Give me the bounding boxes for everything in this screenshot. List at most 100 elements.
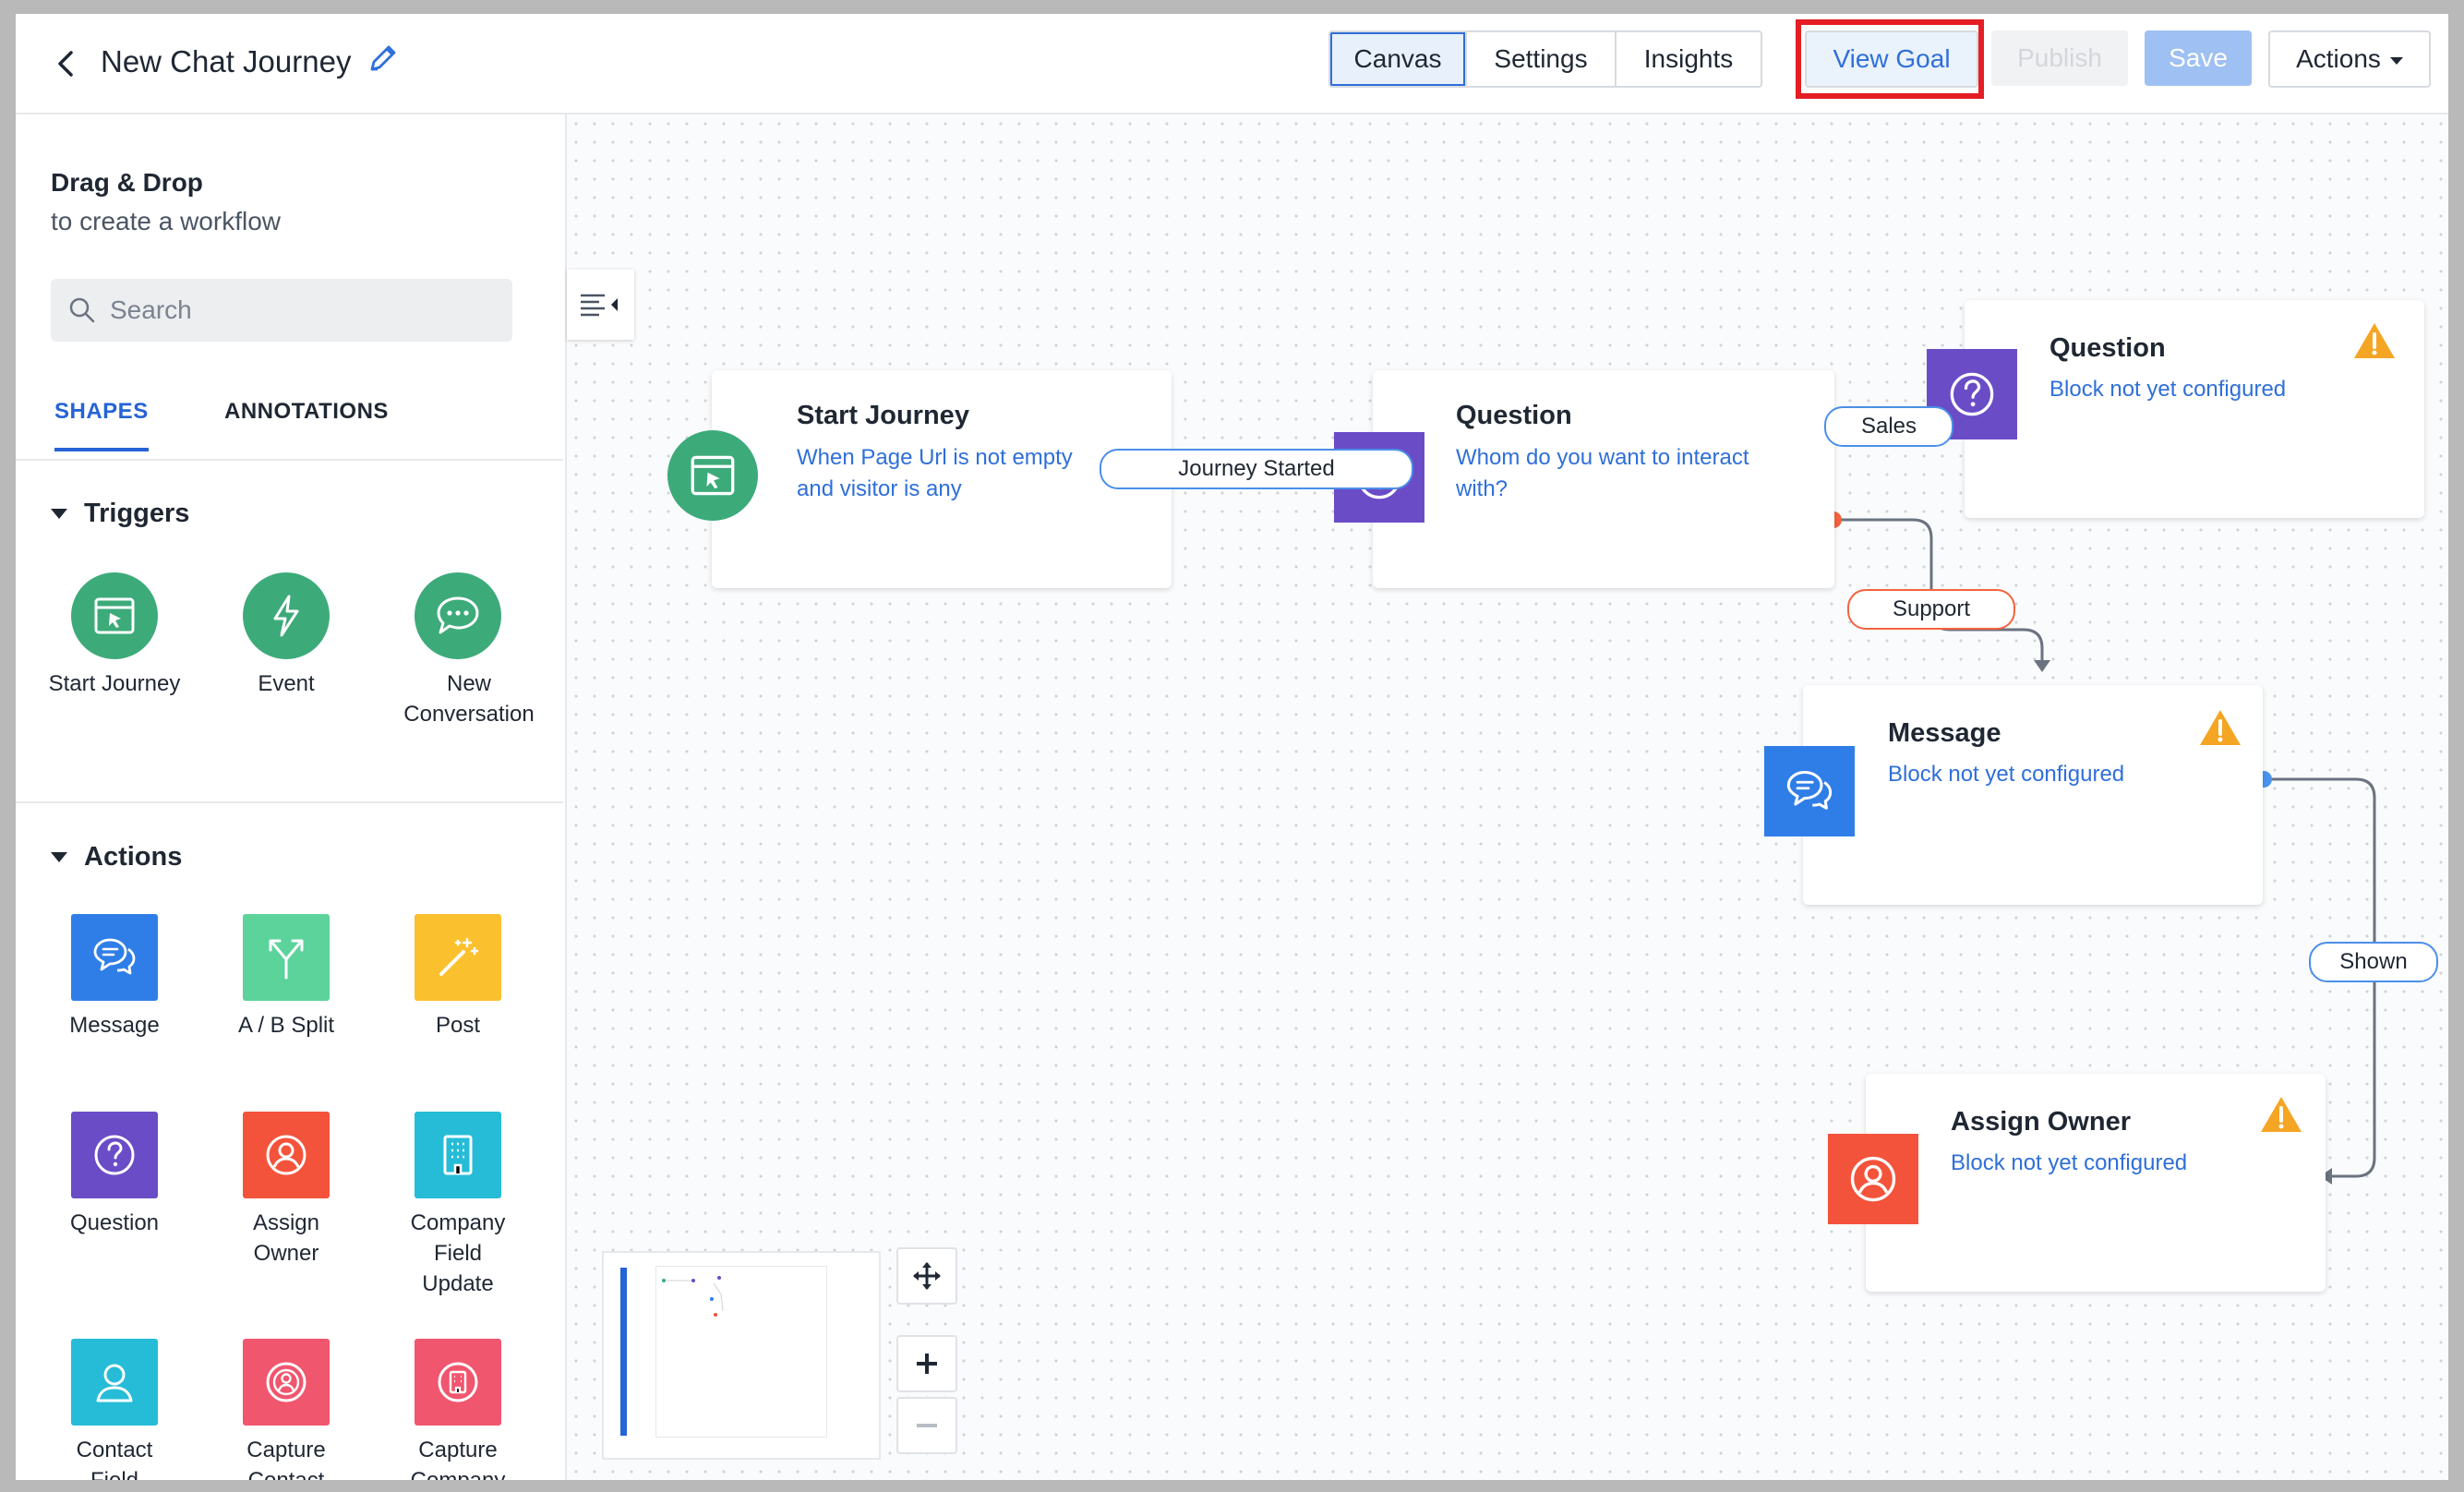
top-bar: New Chat Journey Canvas Settings Insight… [16, 14, 2448, 114]
edit-title-button[interactable] [367, 42, 403, 78]
capture-company-icon [415, 1339, 501, 1426]
node-message[interactable]: Message Block not yet configured [1803, 685, 2263, 905]
zoom-in-button[interactable] [896, 1335, 957, 1392]
shape-ab-split[interactable]: A / B Split [200, 914, 372, 1041]
back-button[interactable] [47, 45, 84, 82]
node-description: with? [1456, 476, 1508, 501]
user-icon [1828, 1134, 1918, 1224]
shape-new-conversation[interactable]: New Conversation [372, 572, 544, 729]
edge-label-sales[interactable]: Sales [1824, 406, 1953, 447]
chat-bubble-icon [415, 572, 501, 659]
active-tab-indicator [54, 448, 149, 451]
view-tabs: Canvas Settings Insights [1328, 30, 1762, 88]
building-icon [415, 1112, 501, 1198]
pencil-icon [370, 45, 396, 71]
node-description: Block not yet configured [2049, 377, 2287, 402]
view-goal-button[interactable]: View Goal [1805, 30, 1978, 88]
caret-down-icon [51, 852, 67, 862]
edge-label-journey-started[interactable]: Journey Started [1100, 449, 1413, 489]
shape-company-field-update[interactable]: Company Field Update [372, 1112, 544, 1299]
sidebar-heading: Drag & Drop [51, 168, 203, 197]
caret-down-icon [51, 509, 67, 519]
search-input[interactable] [108, 295, 481, 326]
node-description: When Page Url is not empty [797, 445, 1073, 470]
search-icon [69, 297, 95, 323]
tab-shapes[interactable]: SHAPES [54, 399, 149, 424]
minimap-viewport-indicator [620, 1268, 627, 1436]
edge-label-support[interactable]: Support [1847, 589, 2015, 630]
node-title: Message [1888, 718, 2001, 748]
tab-insights[interactable]: Insights [1643, 44, 1734, 73]
split-icon [243, 914, 330, 1001]
shape-capture-contact[interactable]: Capture Contact [200, 1339, 372, 1480]
tab-settings[interactable]: Settings [1467, 32, 1617, 86]
workflow-canvas[interactable]: Start Journey When Page Url is not empty… [567, 114, 2448, 1480]
message-icon [1764, 746, 1855, 836]
shape-label: New Conversation [403, 671, 535, 727]
node-question[interactable]: Question Whom do you want to interact wi… [1373, 370, 1834, 588]
shape-contact-field[interactable]: Contact Field [29, 1339, 200, 1480]
zoom-out-button[interactable] [896, 1397, 957, 1454]
minimap[interactable] [602, 1251, 881, 1460]
tab-canvas[interactable]: Canvas [1330, 32, 1467, 86]
plus-icon [917, 1354, 937, 1374]
actions-title: Actions [84, 842, 183, 872]
message-icon [71, 914, 158, 1001]
shape-assign-owner[interactable]: Assign Owner [200, 1112, 372, 1269]
shape-label: Capture Contact [246, 1438, 326, 1480]
contact-icon [71, 1339, 158, 1426]
search-box[interactable] [51, 279, 512, 342]
warning-icon [2354, 323, 2395, 358]
warning-icon [2200, 710, 2241, 745]
shape-label: A / B Split [237, 1013, 335, 1038]
edge-label-shown[interactable]: Shown [2309, 942, 2438, 982]
warning-icon [2261, 1097, 2302, 1132]
question-icon [71, 1112, 158, 1198]
divider [16, 459, 563, 461]
shape-start-journey[interactable]: Start Journey [29, 572, 200, 699]
node-title: Question [1456, 401, 1572, 430]
app-window: New Chat Journey Canvas Settings Insight… [16, 14, 2448, 1480]
shape-post[interactable]: Post [372, 914, 544, 1041]
node-description: and visitor is any [797, 476, 962, 501]
shape-message[interactable]: Message [29, 914, 200, 1041]
node-title: Question [2049, 333, 2166, 363]
move-icon [913, 1262, 941, 1290]
shape-event[interactable]: Event [200, 572, 372, 699]
save-button[interactable]: Save [2145, 30, 2252, 86]
node-description: Whom do you want to interact [1456, 445, 1749, 470]
shape-question[interactable]: Question [29, 1112, 200, 1238]
node-assign-owner[interactable]: Assign Owner Block not yet configured [1866, 1074, 2326, 1292]
shape-label: Company Field Update [410, 1210, 506, 1296]
shape-label: Assign Owner [252, 1210, 320, 1266]
minimap-preview [662, 1276, 724, 1317]
node-question[interactable]: Question Block not yet configured [1965, 300, 2424, 518]
node-description: Block not yet configured [1888, 762, 2125, 787]
caret-down-icon [2389, 57, 2403, 65]
user-icon [243, 1112, 330, 1198]
triggers-section-toggle[interactable]: Triggers [51, 499, 189, 529]
publish-button[interactable]: Publish [1991, 30, 2128, 86]
triggers-title: Triggers [84, 499, 190, 528]
shape-label: Contact Field [76, 1438, 153, 1480]
collapse-panel-icon [580, 294, 618, 317]
sidebar-subheading: to create a workflow [51, 207, 281, 235]
magic-wand-icon [415, 914, 501, 1001]
start-journey-icon [667, 430, 758, 521]
capture-contact-icon [243, 1339, 330, 1426]
node-title: Start Journey [797, 401, 969, 430]
actions-label: Actions [2296, 44, 2381, 73]
start-journey-icon [71, 572, 158, 659]
divider [16, 801, 563, 803]
actions-section-toggle[interactable]: Actions [51, 842, 182, 872]
toggle-sidebar-button[interactable] [567, 270, 634, 340]
shape-label: Capture Company [411, 1438, 506, 1480]
shape-label: Question [69, 1210, 160, 1235]
node-start-journey[interactable]: Start Journey When Page Url is not empty… [712, 370, 1172, 588]
actions-dropdown[interactable]: Actions [2268, 30, 2431, 88]
journey-title: New Chat Journey [101, 44, 352, 78]
tab-annotations[interactable]: ANNOTATIONS [224, 399, 389, 424]
pan-button[interactable] [896, 1247, 957, 1305]
shape-capture-company[interactable]: Capture Company [372, 1339, 544, 1480]
shape-label: Start Journey [48, 671, 181, 696]
